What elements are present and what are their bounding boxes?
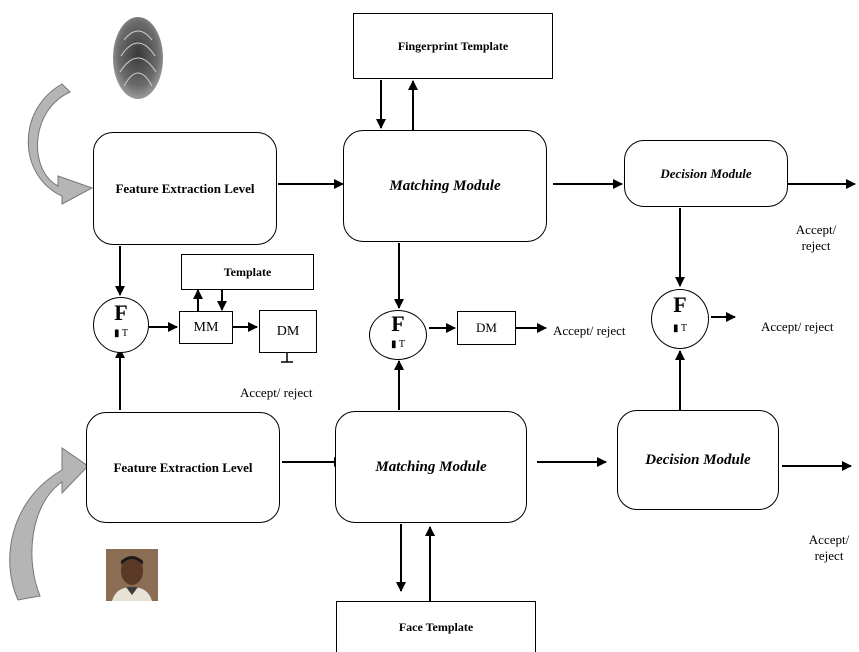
- matching-module-bottom-label: Matching Module: [375, 458, 487, 475]
- face-photo-icon: [106, 549, 158, 601]
- feature-extraction-top-label: Feature Extraction Level: [115, 180, 255, 196]
- curved-arrow-icon: [27, 83, 94, 205]
- decision-module-bottom-label: Decision Module: [645, 451, 751, 468]
- face-template-label: Face Template: [398, 619, 474, 634]
- template-box[interactable]: Template: [181, 254, 314, 290]
- curved-arrow-icon: [9, 447, 89, 601]
- accept-reject-matching-level-label: Accept/ reject: [553, 323, 626, 338]
- accept-reject-decision-level-label: Accept/ reject: [761, 319, 834, 334]
- face-template-box[interactable]: Face Template: [336, 601, 536, 652]
- fusion-subscript: ▮ T: [114, 328, 128, 339]
- fingerprint-template-box[interactable]: Fingerprint Template: [353, 13, 553, 79]
- fusion-symbol: F: [114, 300, 128, 325]
- fingerprint-template-label: Fingerprint Template: [397, 38, 509, 53]
- template-label: Template: [223, 264, 272, 279]
- fusion-subscript: ▮ T: [673, 323, 687, 334]
- matching-module-bottom-box[interactable]: Matching Module: [335, 411, 527, 523]
- feature-extraction-bottom-label: Feature Extraction Level: [113, 459, 253, 475]
- matching-module-top-box[interactable]: Matching Module: [343, 130, 547, 242]
- dm-box-feature-level[interactable]: DM: [259, 310, 317, 353]
- mm-box[interactable]: MM: [179, 311, 233, 344]
- dm-label: DM: [276, 323, 300, 339]
- fusion-symbol: F: [391, 311, 405, 336]
- fusion-subscript: ▮ T: [391, 339, 405, 350]
- accept-reject-feature-level-label: Accept/ reject: [240, 385, 313, 400]
- feature-extraction-top-box[interactable]: Feature Extraction Level: [93, 132, 277, 245]
- dm-label: DM: [476, 320, 497, 335]
- fusion-node-matching-level[interactable]: F ▮ T: [369, 310, 427, 360]
- fusion-node-feature-level[interactable]: F ▮ T: [93, 297, 149, 353]
- mm-label: MM: [193, 319, 219, 335]
- dm-box-matching-level[interactable]: DM: [457, 311, 516, 345]
- decision-module-bottom-box[interactable]: Decision Module: [617, 410, 779, 510]
- decision-module-top-box[interactable]: Decision Module: [624, 140, 788, 207]
- fusion-symbol: F: [673, 292, 687, 317]
- matching-module-top-label: Matching Module: [389, 177, 501, 194]
- accept-reject-bottom-label: Accept/ reject: [808, 532, 850, 563]
- fingerprint-icon: [113, 17, 163, 99]
- fusion-node-decision-level[interactable]: F ▮ T: [651, 289, 709, 349]
- accept-reject-top-label: Accept/ reject: [795, 222, 837, 253]
- feature-extraction-bottom-box[interactable]: Feature Extraction Level: [86, 412, 280, 523]
- decision-module-top-label: Decision Module: [660, 165, 752, 181]
